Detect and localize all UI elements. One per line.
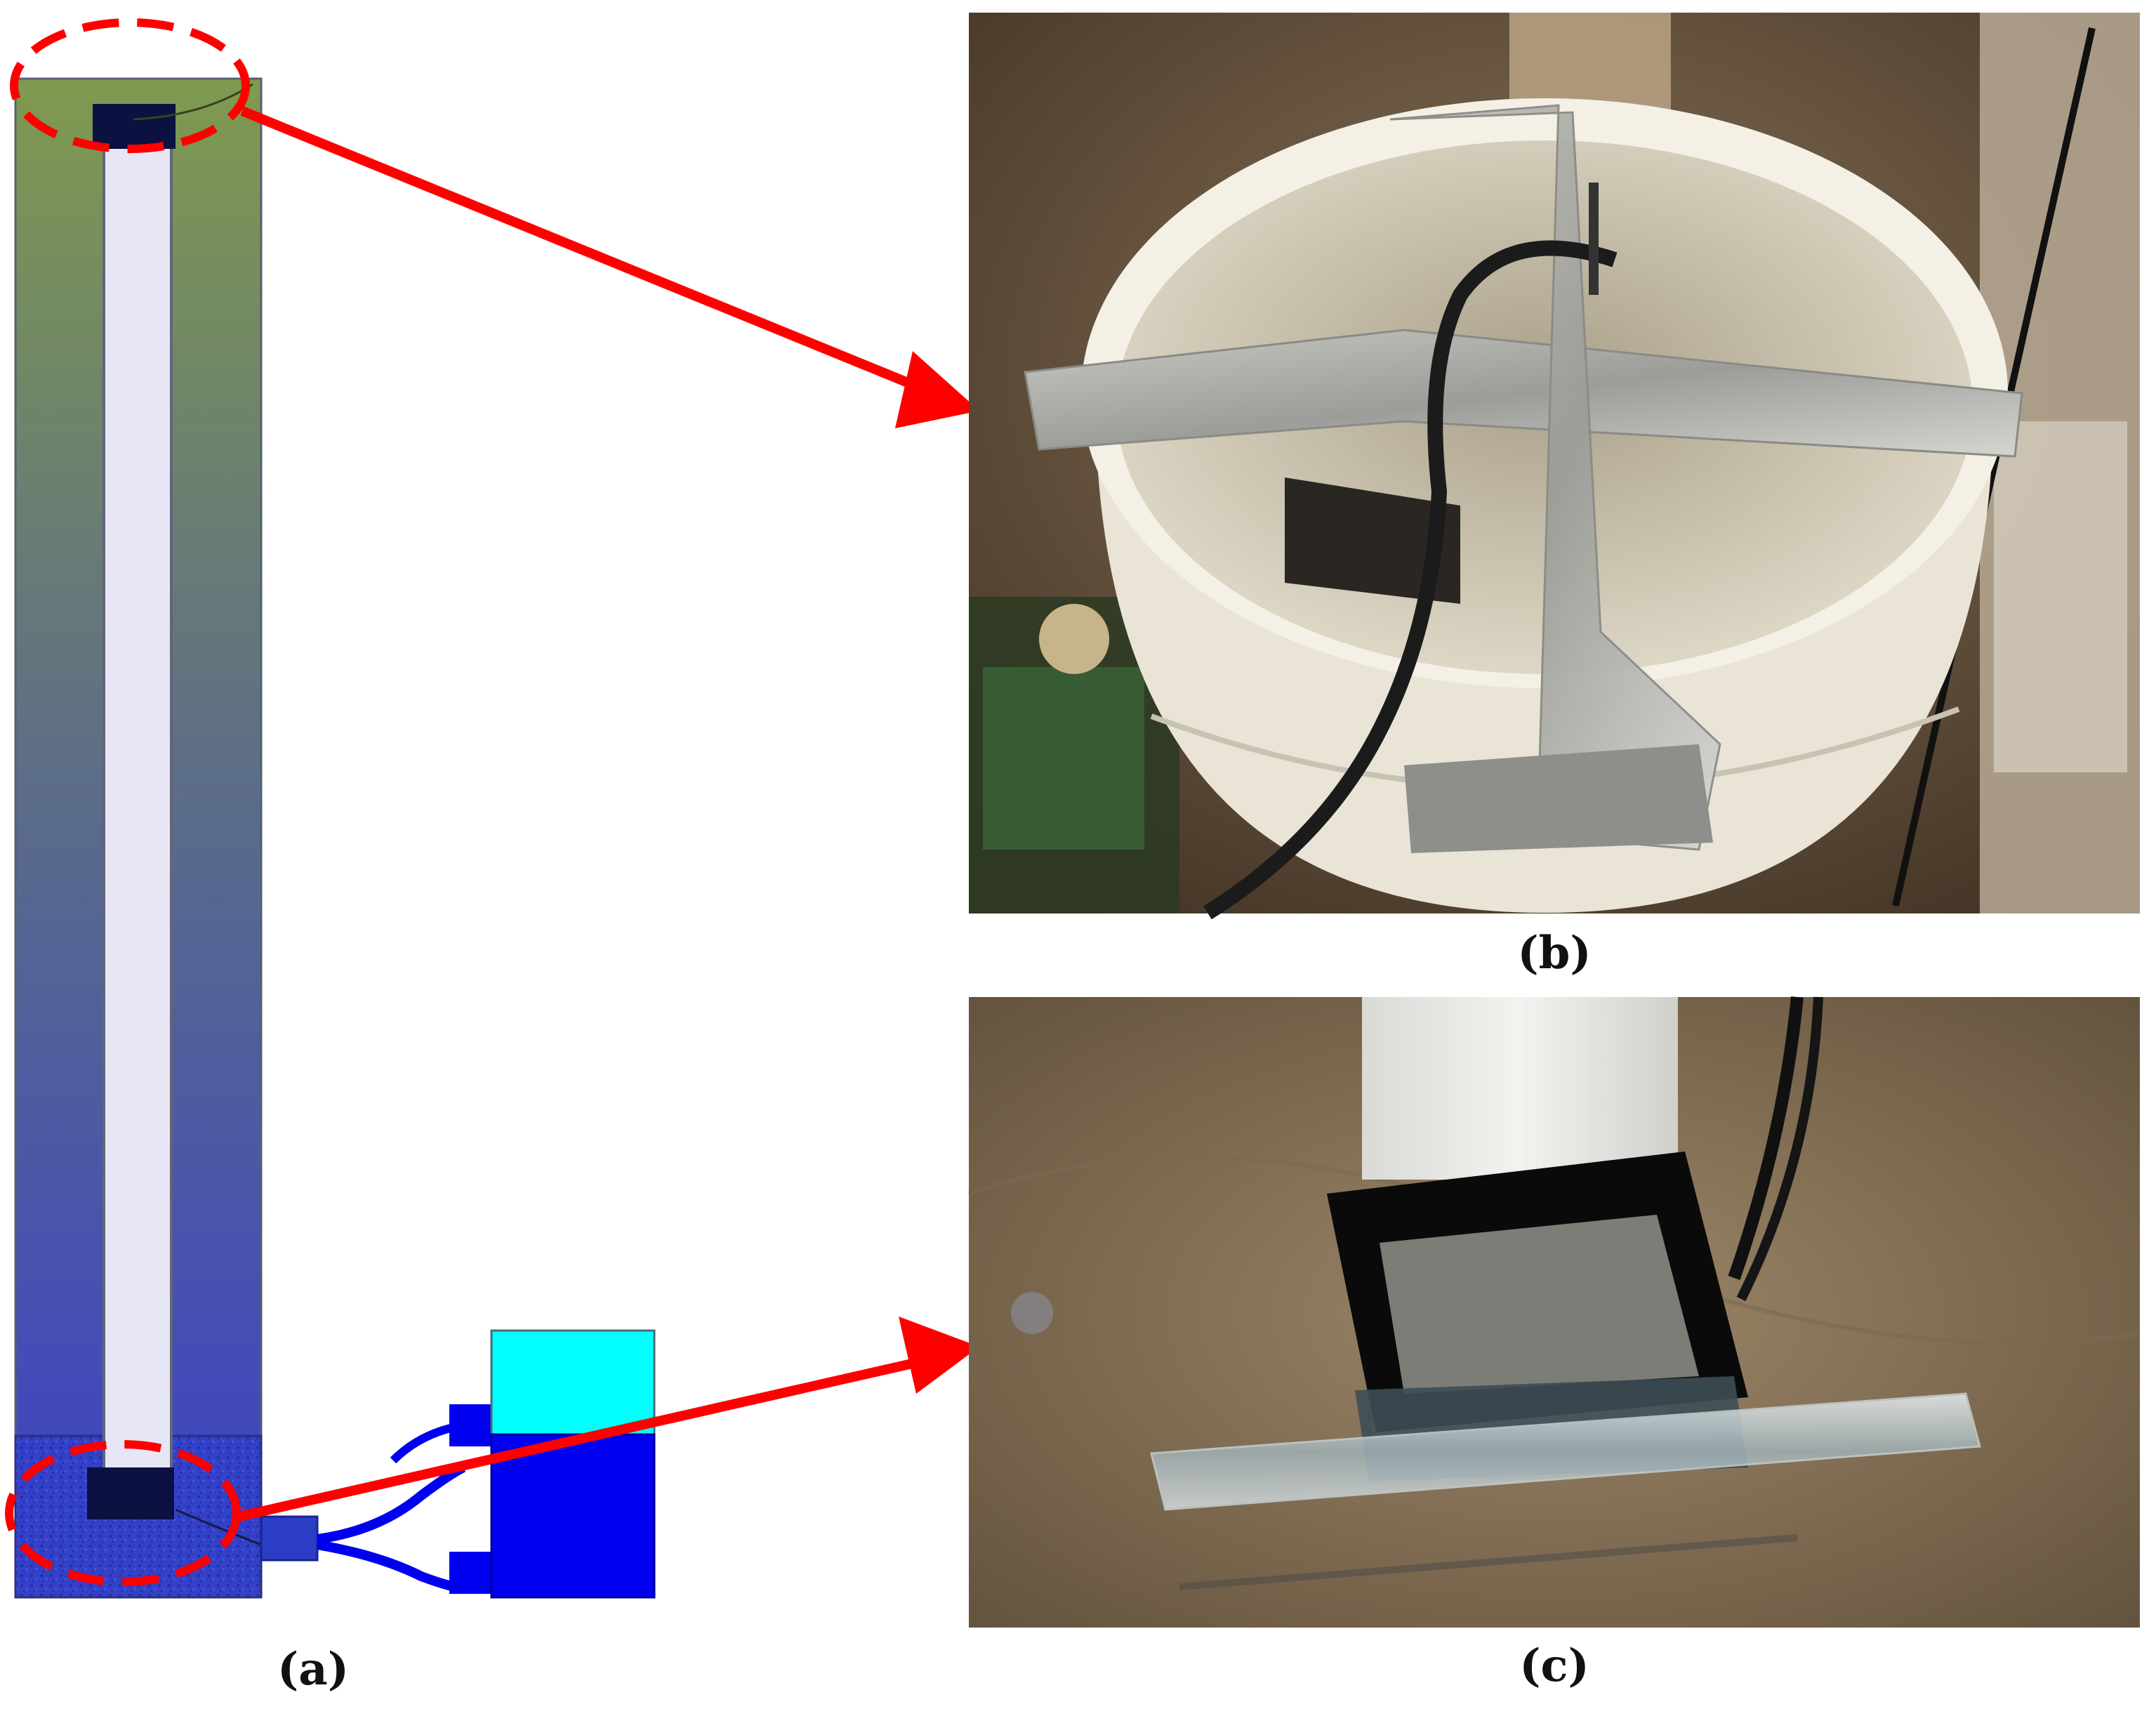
top-sensor (93, 104, 176, 149)
fitting-bottom (449, 1552, 491, 1594)
tube-upper (317, 1463, 466, 1544)
top-sensor-cable (133, 83, 253, 121)
reservoir-blue (490, 1433, 656, 1599)
red-arrow-icon (237, 1317, 979, 1522)
bottom-sensor-cable (175, 1508, 262, 1546)
sensor-window (1380, 1215, 1699, 1394)
tube-lower (316, 1540, 464, 1593)
tape-vertical (1389, 104, 1721, 851)
tape-horizontal (1024, 329, 2023, 458)
red-arrow-icon (240, 106, 979, 428)
photo-c (968, 996, 2141, 1628)
schematic-column (14, 77, 263, 1599)
fitting-top (449, 1404, 491, 1446)
pump-assembly (260, 1329, 656, 1599)
bottom-sensor (87, 1467, 174, 1519)
callout-ellipse-top (10, 18, 250, 153)
outlet-connector (260, 1515, 319, 1562)
panel-label-c: (c) (1519, 1639, 1589, 1692)
glass-rod (1150, 1392, 1981, 1511)
reservoir-cyan (490, 1329, 656, 1436)
white-strip (1362, 997, 1678, 1180)
sensor-cable (1203, 240, 1618, 920)
callout-ellipse-bottom (5, 1440, 241, 1586)
tape-end (1404, 744, 1713, 853)
panel-label-b: (b) (1517, 927, 1592, 979)
inner-tube (102, 104, 173, 1476)
photo-b (969, 13, 2140, 920)
cable-c (1728, 996, 1804, 1280)
panel-label-a: (a) (277, 1643, 350, 1696)
foam-sensor (1285, 477, 1460, 604)
